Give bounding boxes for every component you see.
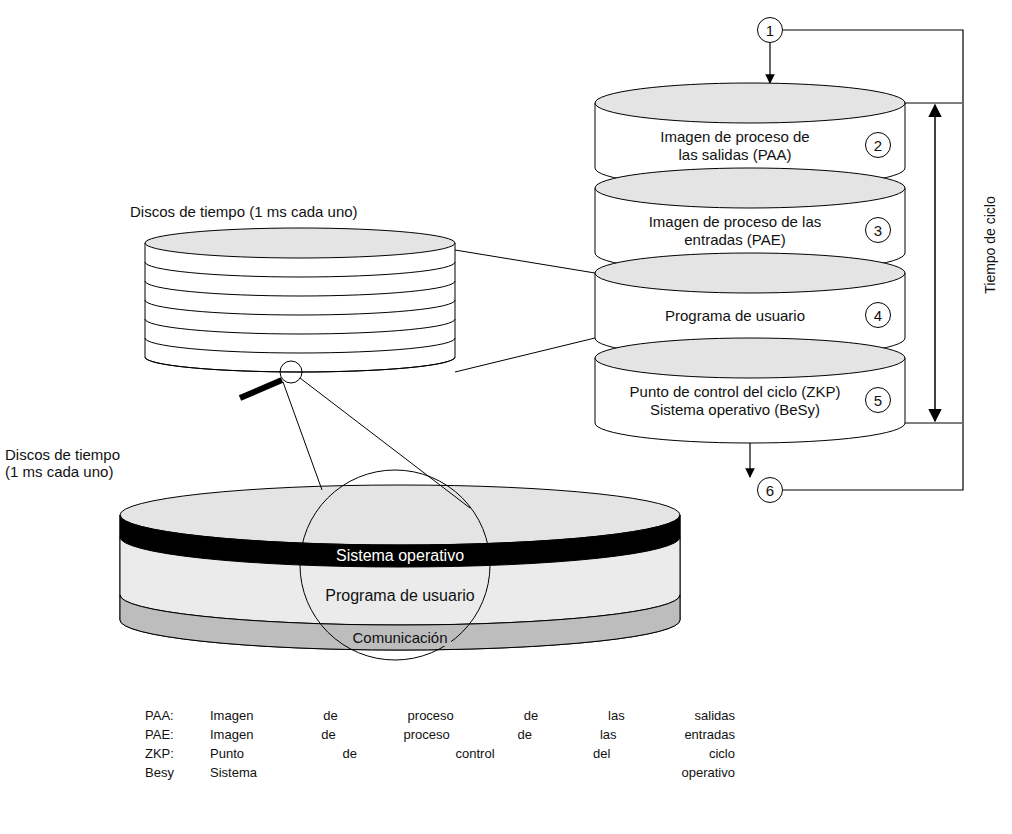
callout-number: 5: [874, 392, 882, 409]
disc-top: [595, 83, 905, 123]
callout-number: 4: [874, 307, 882, 324]
dimension-arrow: [934, 105, 936, 421]
band-label: Programa de usuario: [322, 587, 477, 605]
time-disc-stack: [145, 228, 455, 372]
callout-number: 3: [874, 222, 882, 239]
callout-number: 6: [766, 482, 774, 499]
dimension-tick: [905, 423, 962, 424]
callout-circle: 6: [757, 477, 783, 503]
callout-circle-outline: [866, 303, 891, 328]
callout-circle-outline: [758, 18, 783, 43]
callout-circle: 4: [865, 302, 891, 328]
leader-line: [283, 382, 322, 490]
legend-definition: Sistema operativo: [210, 765, 735, 780]
band-label: Sistema operativo: [333, 547, 467, 565]
cycle-disc: Punto de control del ciclo (ZKP)Sistema …: [595, 338, 905, 443]
legend-definition: Imagen de proceso de las entradas: [210, 727, 735, 742]
disc-label: Imagen de proceso de las salidas (PAA): [655, 128, 815, 165]
band-shape: [120, 537, 680, 625]
disc-edge: [145, 338, 455, 353]
disc-top: [595, 338, 905, 378]
legend-abbreviation: Besy: [145, 765, 174, 780]
callout-number: 1: [766, 22, 774, 39]
legend-definition: Punto de control del ciclo: [210, 746, 735, 761]
disc-label: Punto de control del ciclo (ZKP): [630, 383, 841, 401]
disc-edge: [145, 300, 455, 315]
disc-top: [595, 168, 905, 208]
zoom-line: [455, 250, 595, 273]
disc-edge: [145, 262, 455, 277]
zoom-line: [455, 338, 595, 372]
callout-number: 2: [874, 137, 882, 154]
band-label: Comunicación: [349, 629, 450, 646]
callout-circle-outline: [758, 478, 783, 503]
legend-abbreviation: PAA:: [145, 708, 174, 723]
callout-circle-outline: [866, 388, 891, 413]
magnifier-lens: [280, 361, 302, 383]
stack-caption: Discos de tiempo (1 ms cada uno): [130, 203, 358, 220]
callout-circle: 2: [865, 132, 891, 158]
legend-definition: Imagen de proceso de las salidas: [210, 708, 735, 723]
legend-abbreviation: ZKP:: [145, 746, 174, 761]
disc-body: [145, 243, 455, 372]
disc-edge: [145, 281, 455, 296]
flow-connector: [749, 443, 750, 477]
disc-top: [595, 253, 905, 293]
disc-caption: Discos de tiempo (1 ms cada uno): [5, 446, 130, 480]
cycle-time-label: Tiempo de ciclo: [982, 196, 998, 294]
disc-edge: [145, 357, 455, 372]
callout-circle-outline: [866, 218, 891, 243]
callout-circle: 5: [865, 387, 891, 413]
callout-circle-outline: [866, 133, 891, 158]
dimension-tick: [905, 103, 962, 104]
callout-circle: 1: [757, 17, 783, 43]
disc-label: Sistema operativo (BeSy): [650, 401, 820, 419]
disc-label: Programa de usuario: [665, 307, 805, 325]
leader-line: [300, 378, 470, 508]
magnified-circle: [300, 470, 490, 660]
magnifier-handle: [240, 380, 282, 398]
disc-edge: [145, 319, 455, 334]
disc-top: [145, 228, 455, 258]
legend-abbreviation: PAE:: [145, 727, 174, 742]
flow-connector: [769, 43, 770, 83]
band-shape: [120, 595, 680, 650]
callout-circle: 3: [865, 217, 891, 243]
disc-label: Imagen de proceso de las entradas (PAE): [635, 213, 835, 250]
